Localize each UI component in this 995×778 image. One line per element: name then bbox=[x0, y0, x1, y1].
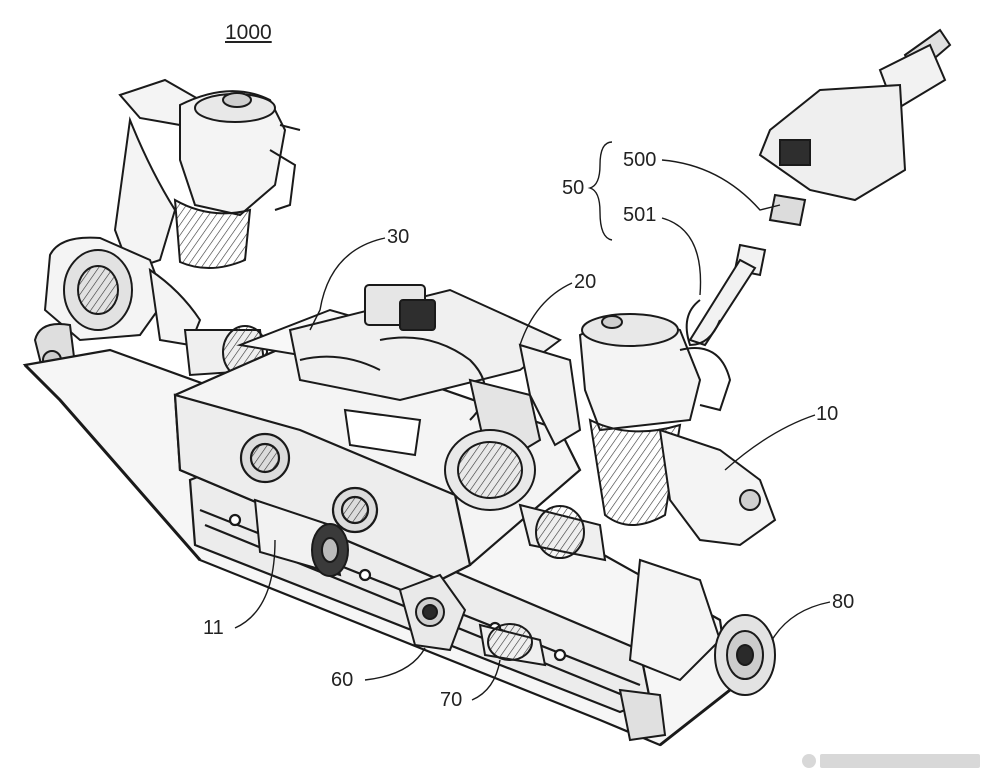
label-500: 500 bbox=[623, 149, 657, 171]
right-air-spring bbox=[578, 313, 732, 526]
label-60: 60 bbox=[331, 669, 354, 691]
watermark-mark bbox=[802, 754, 816, 768]
label-80: 80 bbox=[832, 591, 855, 613]
label-501: 501 bbox=[623, 204, 657, 226]
label-11: 11 bbox=[203, 617, 224, 639]
figure-number-label: 1000 bbox=[225, 21, 272, 44]
outline-accents bbox=[23, 363, 731, 747]
label-50: 50 bbox=[562, 177, 585, 199]
watermark bbox=[802, 750, 987, 772]
inverter-controller bbox=[236, 284, 582, 511]
watermark-text-block bbox=[820, 754, 980, 768]
label-30: 30 bbox=[387, 226, 410, 248]
steering-column bbox=[685, 28, 952, 347]
right-knuckle-hub bbox=[618, 428, 777, 742]
leader-lines bbox=[234, 141, 831, 701]
label-70: 70 bbox=[440, 689, 463, 711]
right-drive-shaft bbox=[478, 503, 607, 667]
label-20: 20 bbox=[574, 271, 597, 293]
motor-cylinder bbox=[253, 498, 349, 577]
mount-bracket bbox=[398, 573, 467, 652]
label-10: 10 bbox=[816, 403, 839, 425]
left-air-spring bbox=[113, 78, 301, 272]
